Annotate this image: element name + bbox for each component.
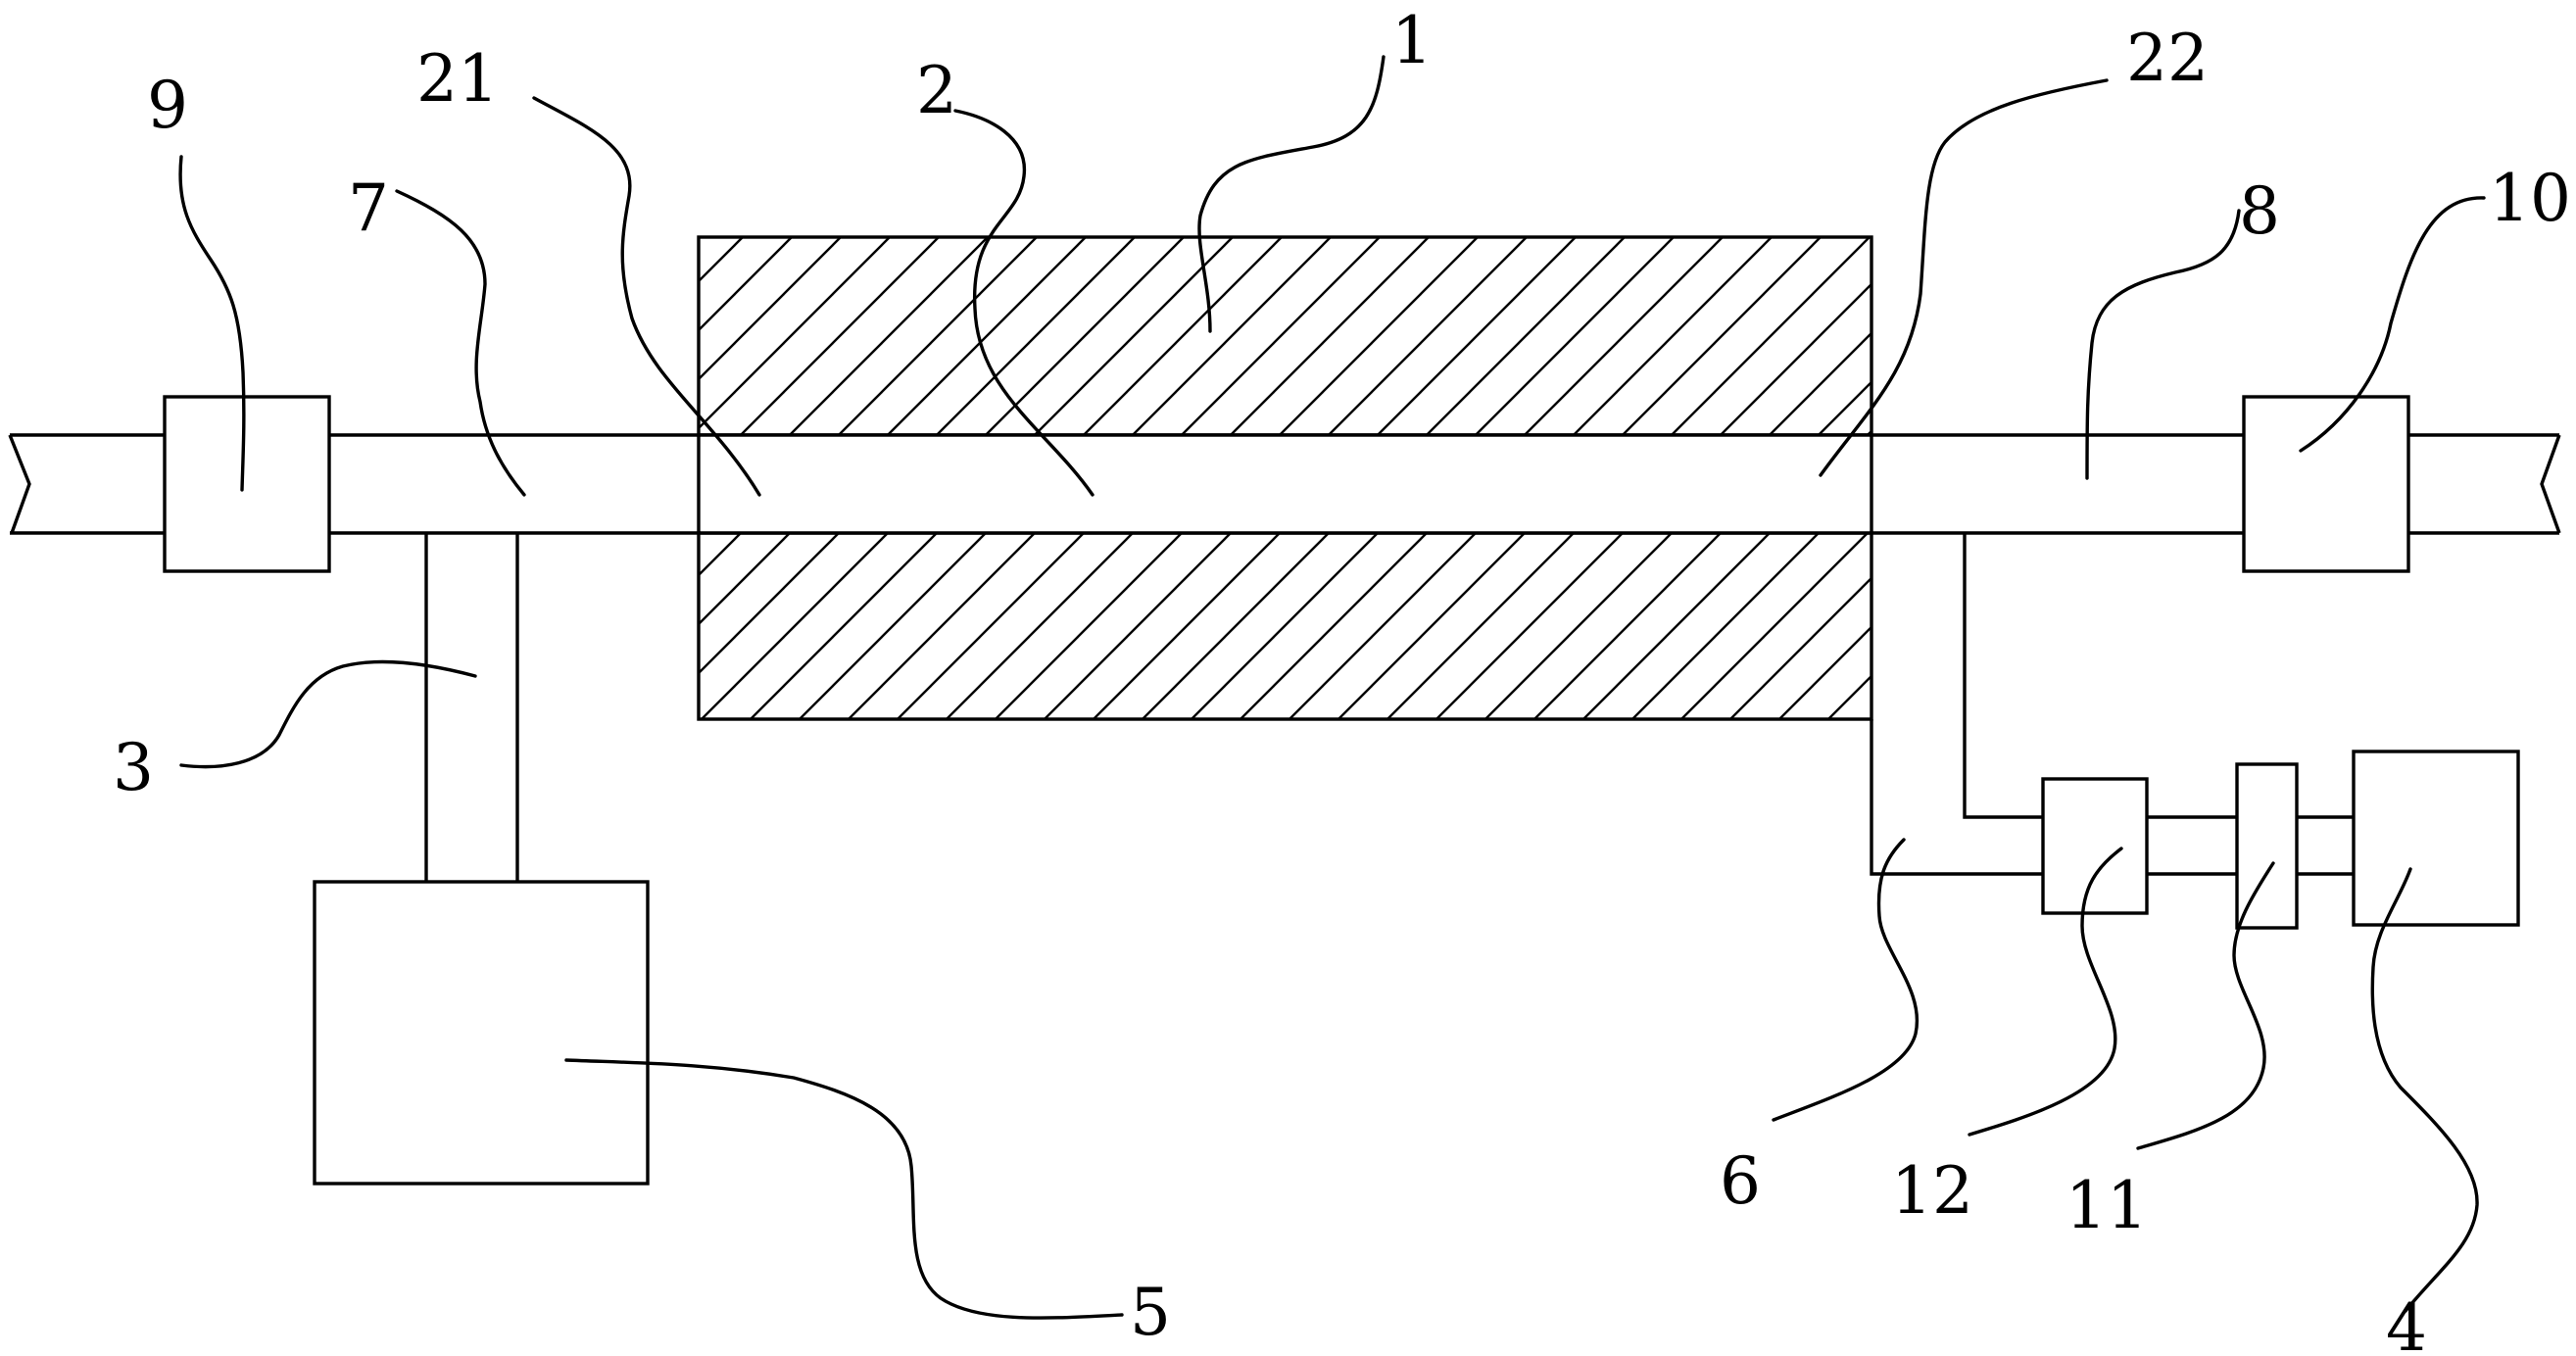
component-4 (2352, 750, 2520, 927)
label-6: 6 (1720, 1143, 1761, 1219)
component-11 (2235, 762, 2299, 930)
branch-pipe-3 (424, 533, 519, 882)
branch-pipe-6 (1870, 533, 2043, 876)
label-4: 4 (2386, 1290, 2427, 1356)
label-21: 21 (416, 41, 499, 117)
label-9: 9 (147, 68, 188, 143)
part-labels: 1 2 21 22 9 7 8 10 3 5 6 12 11 4 (113, 3, 2571, 1356)
tank-5 (313, 880, 650, 1186)
body-block-lower (697, 531, 1873, 721)
component-12 (2041, 777, 2149, 915)
label-3: 3 (113, 730, 154, 805)
valve-9 (163, 395, 331, 573)
label-2: 2 (916, 53, 957, 128)
label-12: 12 (1891, 1153, 1973, 1229)
leader-lines (178, 55, 2486, 1320)
pipe-12-11 (2147, 815, 2237, 876)
pipe-11-4 (2297, 815, 2354, 876)
label-1: 1 (1391, 3, 1433, 78)
label-8: 8 (2239, 173, 2280, 249)
label-7: 7 (348, 170, 389, 246)
label-22: 22 (2126, 21, 2209, 96)
label-11: 11 (2066, 1168, 2148, 1243)
label-10: 10 (2489, 161, 2571, 236)
channel (701, 435, 1870, 533)
main-pipe (8, 433, 2561, 535)
body-block-upper (697, 235, 1873, 437)
valve-10 (2242, 395, 2410, 573)
label-5: 5 (1130, 1275, 1171, 1350)
